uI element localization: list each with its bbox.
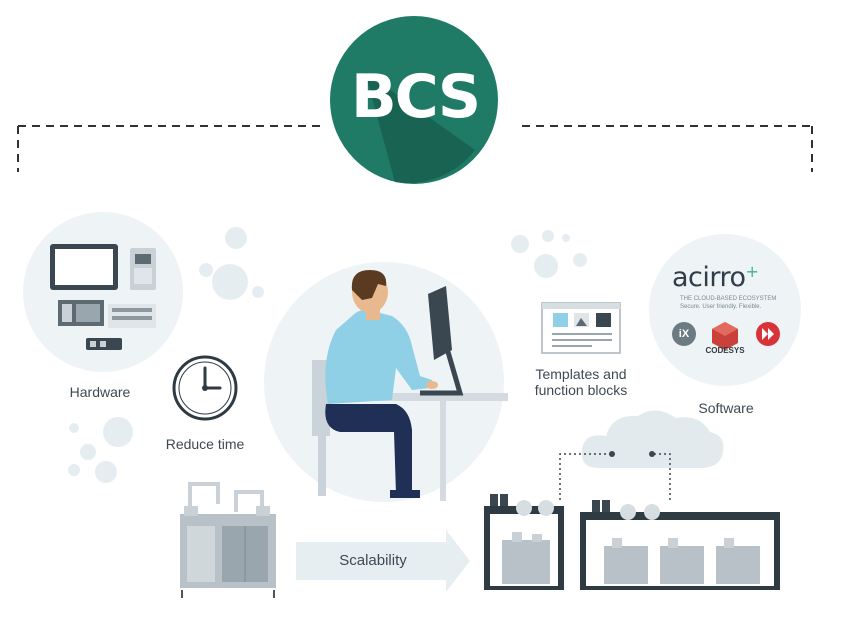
reduce-time-label: Reduce time	[165, 436, 245, 452]
scalability-label: Scalability	[339, 552, 407, 569]
software-label: Software	[698, 400, 754, 416]
dashed-bracket	[17, 125, 813, 172]
machine-station-left	[484, 494, 564, 590]
io-module-icon	[58, 300, 104, 326]
desk-icon	[372, 393, 508, 501]
cloud-icon	[581, 410, 724, 468]
monitor-icon	[420, 286, 464, 396]
templates-label-line2: function blocks	[534, 382, 628, 398]
codesys-label: CODESYS	[705, 346, 745, 355]
ix-badge-icon	[672, 322, 696, 346]
templates-label-line1: Templates and	[535, 366, 627, 382]
acirro-logo: acirro+	[672, 262, 759, 293]
fast-forward-icon	[756, 322, 780, 346]
decorative-bubbles	[68, 227, 587, 483]
acirro-tagline-1: THE CLOUD-BASED ECOSYSTEM	[680, 296, 777, 302]
software-group	[649, 234, 801, 386]
bcs-logo	[330, 16, 498, 184]
hardware-label: Hardware	[69, 384, 131, 400]
clock-icon	[172, 355, 238, 421]
acirro-logo-text: acirro	[672, 262, 746, 293]
hardware-group	[23, 212, 183, 372]
connection-lines	[559, 453, 671, 500]
engineer-group	[264, 262, 508, 502]
single-machine-icon	[180, 482, 276, 598]
acirro-plus: +	[745, 262, 759, 281]
plc-rack-icon	[108, 304, 156, 328]
hmi-panel-icon	[50, 244, 118, 290]
codesys-cube-icon	[712, 322, 738, 350]
scalability-arrow	[296, 530, 470, 592]
person-icon	[325, 270, 438, 498]
controller-device-icon	[130, 248, 156, 290]
machine-station-right	[580, 500, 780, 590]
small-device-icon	[86, 338, 122, 350]
acirro-tagline-2: Secure. User friendly. Flexible.	[680, 304, 762, 310]
templates-icon	[541, 302, 621, 354]
ix-badge-text: iX	[678, 328, 690, 340]
bcs-logo-text: BCS	[350, 62, 481, 132]
